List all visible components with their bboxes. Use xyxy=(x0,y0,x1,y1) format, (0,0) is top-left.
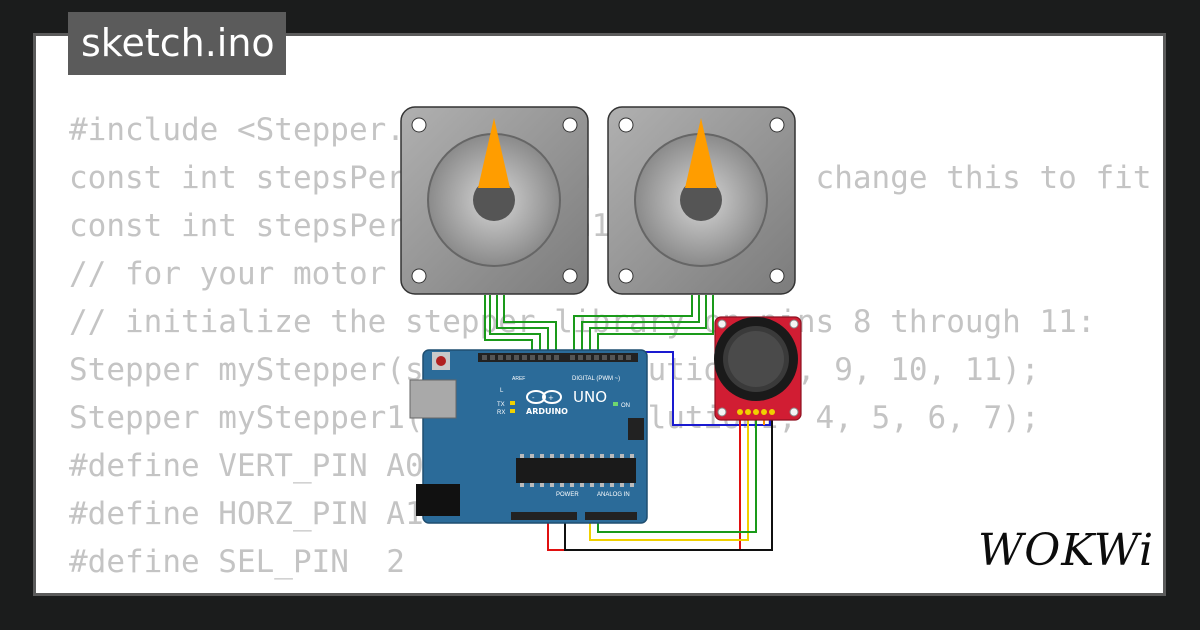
arduino-logo: - + xyxy=(526,390,562,404)
l-label: L xyxy=(500,388,504,394)
power-jack xyxy=(416,484,460,516)
file-title: sketch.ino xyxy=(68,12,286,75)
svg-text:-: - xyxy=(532,394,535,402)
icsp-header xyxy=(628,418,644,440)
svg-text:+: + xyxy=(548,394,554,402)
code-line: #define HORZ_PIN A1 xyxy=(69,496,424,532)
motor-needle xyxy=(685,118,717,188)
aref-label: AREF xyxy=(512,376,525,382)
wire-green xyxy=(489,295,541,356)
stepper-motor-1[interactable] xyxy=(400,106,589,295)
wire-green xyxy=(589,295,707,356)
wire-green xyxy=(597,412,757,533)
digital-label: DIGITAL (PWM ~) xyxy=(572,376,620,382)
analog-label: ANALOG IN xyxy=(597,492,630,498)
wire-green xyxy=(503,295,557,356)
wire-green xyxy=(581,295,700,356)
arduino-uno-board[interactable]: AREF DIGITAL (PWM ~) - + UNO ARDUINO TX … xyxy=(409,349,648,524)
code-line: int a = 0; xyxy=(69,586,1163,593)
wire-black xyxy=(564,412,773,551)
wokwi-logo: WOKWi xyxy=(978,525,1155,576)
wires xyxy=(484,295,773,551)
microcontroller-chip xyxy=(516,458,636,483)
stepper-motor-2[interactable] xyxy=(607,106,796,295)
on-label: ON xyxy=(621,403,630,409)
power-header xyxy=(511,512,577,520)
wire-green xyxy=(573,295,693,356)
wire-green xyxy=(496,295,549,356)
code-line: #define VERT_PIN A0 xyxy=(69,448,424,484)
code-line: // for your motor xyxy=(69,256,387,292)
motor-needle xyxy=(478,118,510,188)
usb-port xyxy=(409,379,457,419)
analog-header xyxy=(585,512,637,520)
board-brand: ARDUINO xyxy=(526,407,568,416)
wire-green xyxy=(484,295,533,356)
board-name: UNO xyxy=(573,388,607,406)
rx-label: RX xyxy=(497,410,505,416)
tx-label: TX xyxy=(497,402,505,408)
wire-yellow xyxy=(589,412,749,541)
power-label: POWER xyxy=(556,492,579,498)
wire-green xyxy=(597,295,714,356)
analog-joystick[interactable] xyxy=(714,316,802,421)
code-line: #define SEL_PIN 2 xyxy=(69,544,405,580)
